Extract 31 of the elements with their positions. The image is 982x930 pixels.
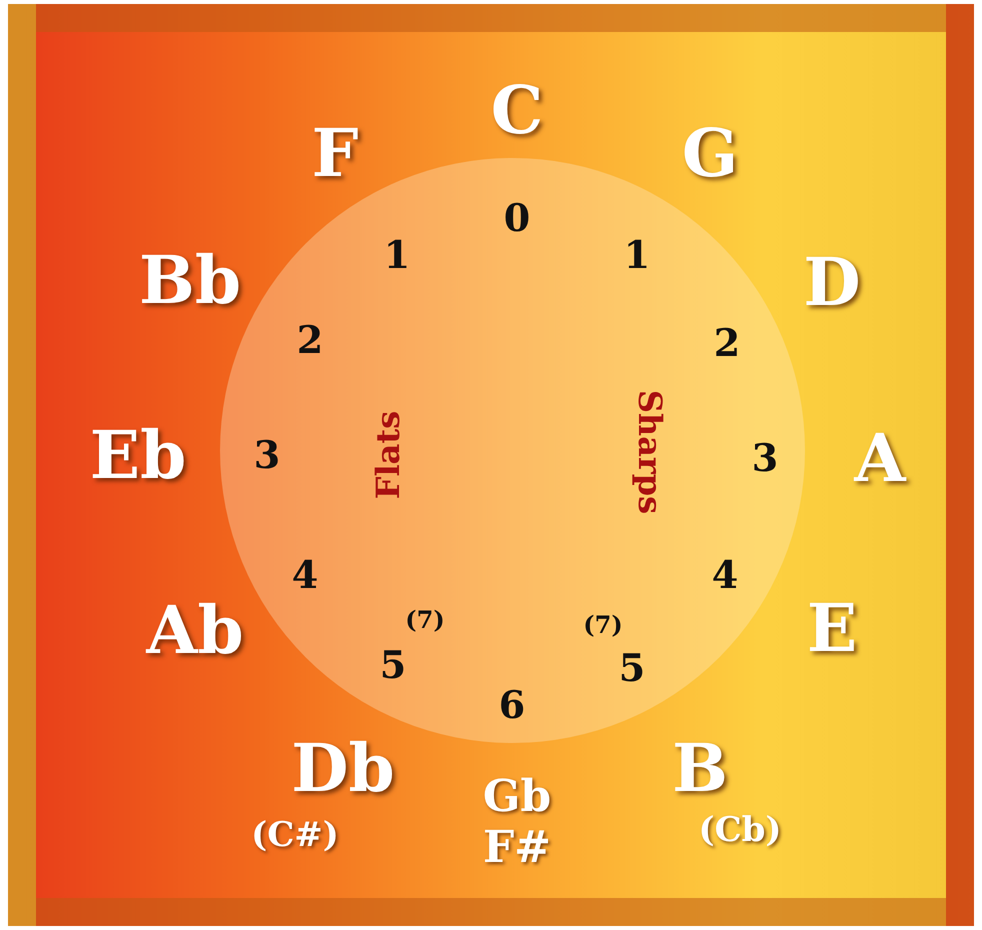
key-label: F# [482,826,552,870]
key-signature-count: 2 [714,324,740,362]
key-label: B [672,735,728,801]
key-signature-count: 3 [254,436,280,474]
enharmonic-count: (7) [583,613,623,637]
key-signature-count: 3 [752,439,778,477]
key-signature-count: 5 [618,649,646,687]
key-signature-count: 4 [292,556,318,594]
key-label: E [806,595,858,661]
enharmonic-count: (7) [405,608,445,632]
key-label: Bb [139,247,241,313]
key-signature-count: 2 [296,321,324,359]
key-label: G [682,120,738,186]
key-label: A [854,425,906,491]
key-label: Gb [482,775,552,819]
key-label: C [490,77,544,143]
key-label: Db [291,735,395,801]
enharmonic-key-label: (C#) [251,818,339,852]
key-signature-count: 6 [498,686,526,724]
key-label: F [312,120,358,186]
key-signature-count: 5 [380,646,406,684]
key-signature-count: 1 [384,236,410,274]
key-label: Ab [146,597,244,663]
key-label: Eb [90,422,186,488]
key-label: D [803,249,861,315]
key-signature-count: 4 [712,556,738,594]
key-signature-count: 1 [624,236,650,274]
enharmonic-key-label: (Cb) [698,813,782,847]
key-signature-count: 0 [504,199,530,237]
flats-label: Flats [372,410,404,500]
sharps-label: Sharps [634,390,666,514]
